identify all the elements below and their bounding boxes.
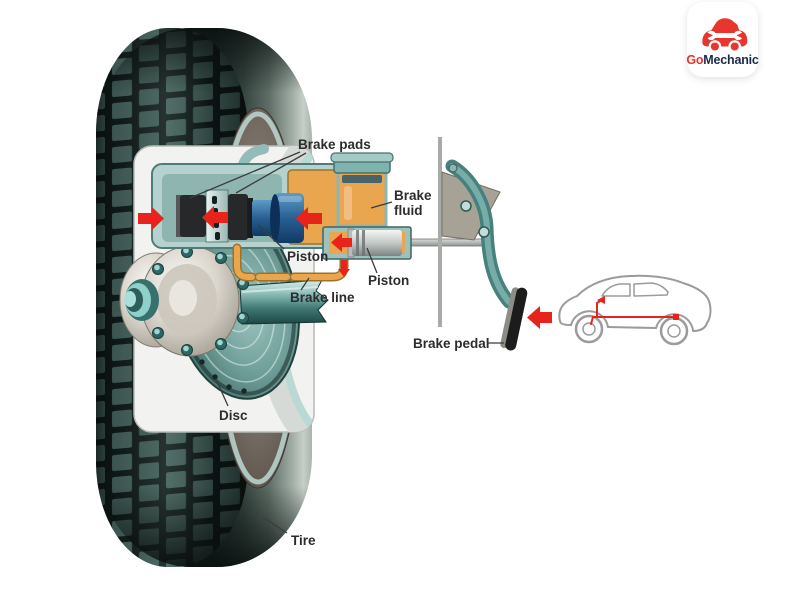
label-brake-pads: Brake pads xyxy=(298,137,371,152)
axle-shaft xyxy=(239,279,329,325)
caliper-piston xyxy=(252,200,276,236)
front-wheel-arch xyxy=(570,310,609,328)
force-arrow-pedal xyxy=(527,306,552,329)
car-wheel-front xyxy=(574,314,604,344)
pivot-bolt xyxy=(478,226,490,238)
brake-pad-inner xyxy=(228,194,248,240)
brake-line-tube xyxy=(232,243,350,282)
brake-pedal-pad xyxy=(500,287,528,351)
car-outline xyxy=(558,274,712,346)
pivot-bolt xyxy=(460,200,472,212)
pedal-assembly xyxy=(438,137,552,351)
piston-rod xyxy=(401,238,491,247)
lug-bolt xyxy=(215,252,227,264)
lug-bolts xyxy=(152,246,249,356)
label-brake-fluid-line1: Brake xyxy=(394,188,432,203)
flow-arrow-master xyxy=(331,233,352,252)
lug-bolt xyxy=(237,312,249,324)
labels: Brake pads Brake fluid Piston Brake line… xyxy=(189,137,504,548)
label-disc: Disc xyxy=(219,408,248,423)
label-tire: Tire xyxy=(291,533,316,548)
firewall xyxy=(438,137,442,327)
lug-bolt xyxy=(152,327,164,339)
logo-car-wrench-icon xyxy=(701,17,747,53)
caliper-piston-body xyxy=(274,193,304,243)
brake-pad-outer xyxy=(180,195,206,237)
label-piston-master: Piston xyxy=(368,273,409,288)
force-arrow-outer-pad xyxy=(138,207,164,230)
wheel-hub xyxy=(119,245,249,357)
logo-brand-prefix: Go xyxy=(686,52,704,67)
label-brake-line: Brake line xyxy=(290,290,355,305)
label-brake-fluid-line2: fluid xyxy=(394,203,423,218)
logo-brand-suffix: Mechanic xyxy=(703,52,759,67)
logo-wordmark: GoMechanic xyxy=(686,52,759,67)
car-window-rear xyxy=(633,282,669,297)
lug-bolt xyxy=(181,246,193,258)
hydraulic-line-red xyxy=(590,296,679,325)
car-wheel-rear xyxy=(659,316,689,346)
lug-bolt xyxy=(152,263,164,275)
spindle-cap xyxy=(124,279,159,321)
brake-caliper xyxy=(138,144,353,249)
flow-arrow-down xyxy=(338,260,350,277)
car-window-front xyxy=(601,283,631,297)
label-brake-pedal: Brake pedal xyxy=(413,336,490,351)
master-cylinder-piston xyxy=(352,230,402,256)
lug-bolt xyxy=(215,338,227,350)
master-cylinder-assembly xyxy=(322,152,491,260)
gomechanic-logo[interactable]: GoMechanic xyxy=(686,2,759,77)
lug-bolt xyxy=(181,344,193,356)
force-arrow-inner-pad xyxy=(202,206,228,229)
force-arrow-caliper-piston xyxy=(296,207,322,230)
label-piston-caliper: Piston xyxy=(287,249,328,264)
pivot-bolt xyxy=(448,163,458,173)
